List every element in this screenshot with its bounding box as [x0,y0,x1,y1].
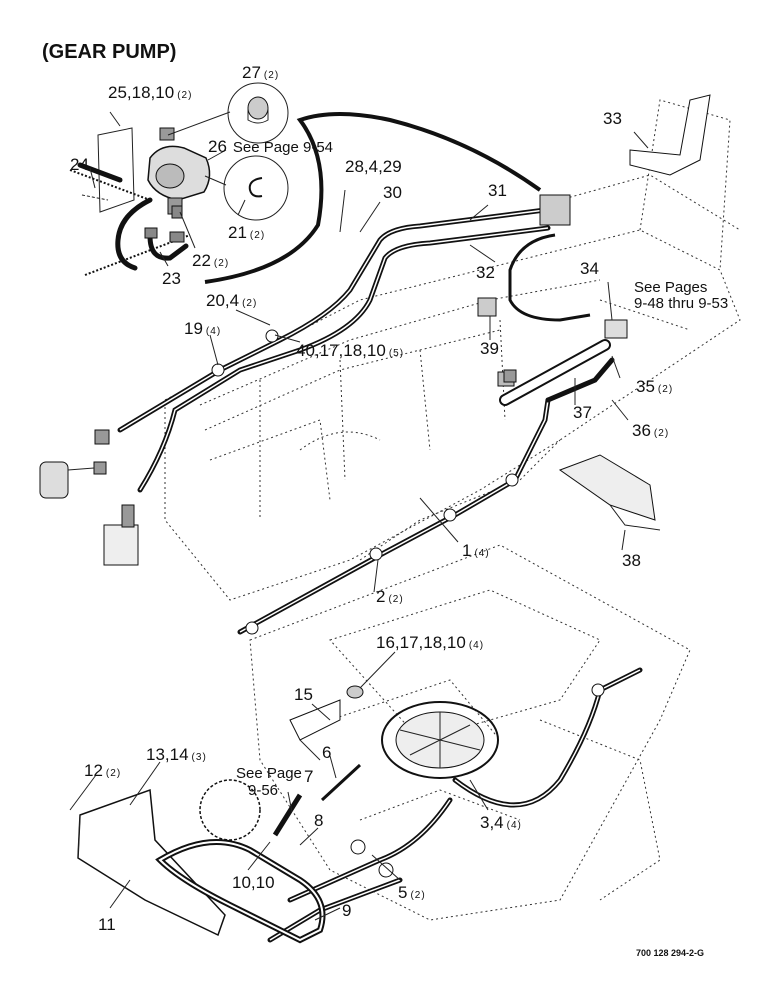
callout-35: 35(2) [636,377,673,396]
callout-27: 27(2) [242,63,279,82]
callout-6: 6 [322,743,331,762]
callout-9: 9 [342,901,351,920]
callout-36: 36(2) [632,421,669,440]
callout-10-10: 10,10 [232,873,275,892]
upper-hydraulic-lines [39,94,711,635]
callout-25-18-10: 25,18,10(2) [108,83,192,102]
callout-23: 23 [162,269,181,288]
callout-39: 39 [480,339,499,358]
callout-7-note-line2: 9-56 [248,782,278,799]
callout-1: 1(4) [462,541,490,560]
callout-30: 30 [383,183,402,202]
callout-15: 15 [294,685,313,704]
callout-7-note-line1: See Page [236,765,302,782]
callout-2: 2(2) [376,587,404,606]
callout-19: 19(4) [184,319,221,338]
callout-3-4: 3,4(4) [480,813,522,832]
callout-5: 5(2) [398,883,426,902]
callout-7: 7 [304,767,313,786]
callout-37: 37 [573,403,592,422]
diagram-title: (GEAR PUMP) [42,41,176,63]
callout-8: 8 [314,811,323,830]
callout-12: 12(2) [84,761,121,780]
lower-chassis [77,544,691,944]
callout-38: 38 [622,551,641,570]
callout-33: 33 [603,109,622,128]
drawing-code: 700 128 294-2-G [636,948,704,958]
callout-34: 34 [580,259,599,278]
leader-lines [69,131,649,921]
callout-11: 11 [98,915,116,934]
upper-chassis [164,99,741,601]
callout-21: 21(2) [228,223,265,242]
callout-13-14: 13,14(3) [146,745,207,764]
callout-22: 22(2) [192,251,229,270]
callout-16-17-18-10: 16,17,18,10(4) [376,633,484,652]
callout-34-note-line2: 9-48 thru 9-53 [634,295,728,312]
callout-31: 31 [488,181,507,200]
callout-40-17-18-10: 40,17,18,10(5) [296,341,404,360]
gear-pump-inset [69,82,542,284]
callout-34-note-line1: See Pages [634,279,707,296]
callout-20-4: 20,4(2) [206,291,257,310]
callout-28-4-29: 28,4,29 [345,157,402,176]
callout-24: 24 [70,155,89,174]
callout-32: 32 [476,263,495,282]
